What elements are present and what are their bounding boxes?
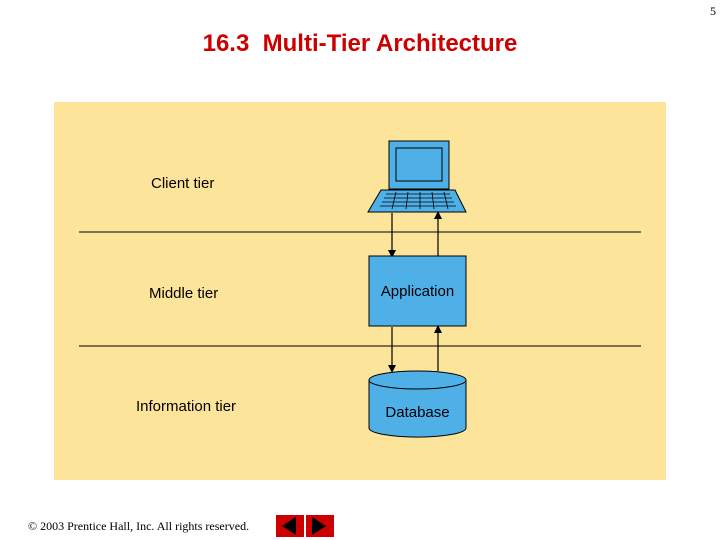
database-icon bbox=[368, 370, 467, 438]
tier-label-information: Information tier bbox=[136, 398, 237, 415]
database-label: Database bbox=[385, 404, 450, 421]
application-box bbox=[368, 255, 467, 327]
slide-title: 16.3 Multi-Tier Architecture bbox=[202, 30, 518, 57]
page-number: 5 bbox=[710, 4, 716, 18]
prev-slide-button[interactable] bbox=[276, 515, 304, 537]
tier-label-client: Client tier bbox=[151, 175, 215, 192]
tier-label-middle: Middle tier bbox=[149, 285, 219, 302]
copyright-footer: © 2003 Prentice Hall, Inc. All rights re… bbox=[28, 519, 250, 533]
application-label: Application bbox=[380, 283, 455, 300]
next-slide-button[interactable] bbox=[306, 515, 334, 537]
laptop-icon bbox=[367, 140, 467, 213]
diagram-panel bbox=[54, 102, 666, 480]
